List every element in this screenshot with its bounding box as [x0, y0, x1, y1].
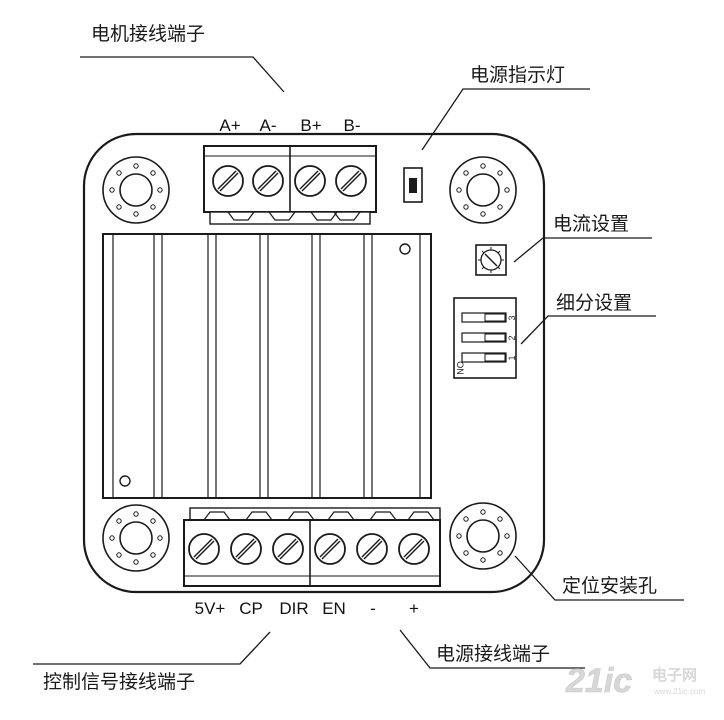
control-pin-label: CP [239, 599, 263, 618]
mounting-hole-bottom-left [102, 504, 170, 572]
label-current-setting: 电流设置 [553, 213, 629, 235]
watermark-logo: 21ic 电子网 www.21ic.com [565, 662, 706, 701]
microstep-dip-switch: 3 2 1 ON [453, 297, 517, 379]
control-pin-label: 5V+ [195, 599, 226, 618]
heatsink [102, 233, 432, 499]
motor-terminal-screw [294, 165, 326, 197]
control-pin-label: DIR [279, 599, 308, 618]
dip-switch-lever [461, 352, 507, 363]
motor-pin-label: A+ [219, 116, 240, 135]
leader-microstep-setting [520, 315, 656, 345]
control-pin-label: - [370, 599, 376, 618]
mounting-hole-top-right [449, 156, 517, 224]
dip-switch-lever [461, 312, 507, 323]
watermark-url: www.21ic.com [653, 687, 705, 696]
leader-current-setting [513, 237, 652, 263]
dip-switch-number: 2 [507, 335, 517, 340]
callout-leaders [33, 56, 684, 669]
label-mounting-holes: 定位安装孔 [562, 575, 657, 597]
mounting-hole-bottom-right [449, 502, 517, 570]
motor-terminal-screw [335, 165, 367, 197]
control-terminal-screw [356, 533, 388, 565]
label-motor-terminals: 电机接线端子 [91, 23, 205, 45]
dip-switch-number: 1 [507, 355, 517, 360]
label-power-terminals: 电源接线端子 [436, 643, 550, 665]
leader-power-terminals [399, 629, 585, 669]
leader-mounting-holes [514, 555, 684, 601]
leader-control-terminals [33, 631, 271, 665]
control-terminal-block [183, 507, 441, 587]
control-terminal-screw [272, 533, 304, 565]
label-control-terminals: 控制信号接线端子 [43, 671, 195, 693]
dip-switch-number: 3 [507, 315, 517, 320]
leader-motor-terminals [80, 56, 285, 93]
heatsink-screw-bottom [119, 475, 131, 487]
current-setting-potentiometer [475, 244, 507, 276]
leader-power-indicator [421, 88, 590, 151]
motor-terminal-screw [212, 165, 244, 197]
watermark-logo-text: 21ic [565, 662, 632, 700]
control-terminal-screw [188, 533, 220, 565]
power-indicator-led [403, 167, 423, 203]
control-pin-label: EN [322, 599, 346, 618]
motor-pin-label: B- [344, 116, 361, 135]
dip-switch-on-label: ON [455, 361, 465, 375]
control-pin-label: + [409, 599, 419, 618]
motor-pin-label: B+ [300, 116, 321, 135]
watermark-cn: 电子网 [652, 666, 697, 684]
label-microstep-setting: 细分设置 [556, 292, 632, 314]
dip-switch-lever [461, 332, 507, 343]
motor-pin-label: A- [260, 116, 277, 135]
label-power-indicator: 电源指示灯 [470, 64, 565, 86]
control-terminal-screw [314, 533, 346, 565]
motor-terminal-block [203, 145, 377, 225]
control-terminal-screw [398, 533, 430, 565]
mounting-hole-top-left [102, 156, 170, 224]
heatsink-screw-top [399, 243, 411, 255]
motor-terminal-screw [252, 165, 284, 197]
control-terminal-screw [230, 533, 262, 565]
